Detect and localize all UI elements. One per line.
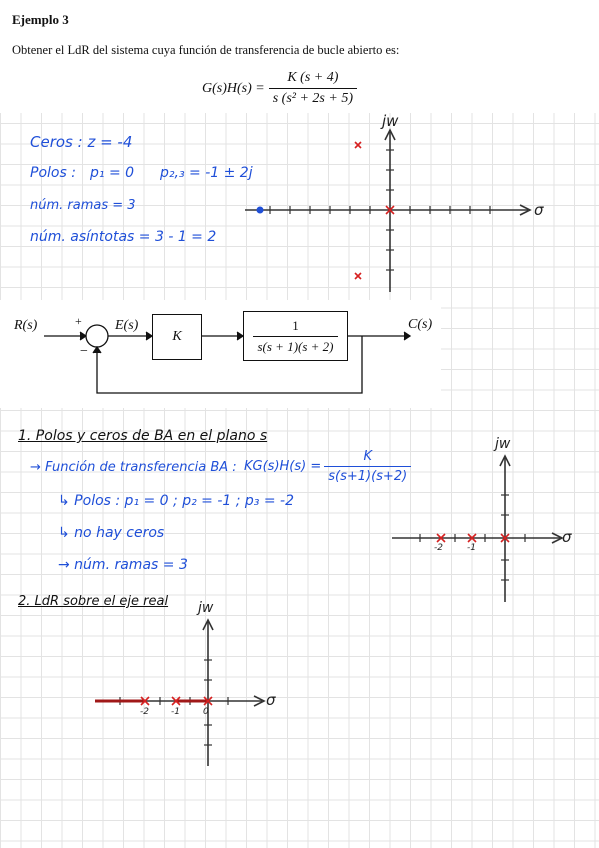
step1-poles: ↳ Polos : p₁ = 0 ; p₂ = -1 ; p₃ = -2 [58, 493, 295, 509]
plot2-pole-0 [500, 533, 510, 543]
step1-tf-num: K [363, 449, 372, 464]
problem-statement: Obtener el LdR del sistema cuya función … [12, 43, 400, 57]
plot3-pole-m1 [171, 696, 181, 706]
plot3-jw-label: jw [198, 600, 214, 616]
zero-marker [256, 206, 264, 214]
plant-numerator: 1 [292, 317, 299, 333]
pole-marker-lower [354, 272, 362, 280]
tf-fraction: K (s + 4) s (s² + 2s + 5) [268, 70, 357, 107]
plot2-tick-m2: -2 [434, 543, 443, 553]
plot1-imag-arrow [384, 128, 396, 141]
plot3-sigma-label: σ [266, 691, 276, 709]
plot3-pole-m2 [140, 696, 150, 706]
pole-marker-origin [385, 205, 395, 215]
plot2-tick-m1: -1 [467, 543, 476, 553]
pole-p1: p₁ = 0 [90, 165, 135, 181]
plot2-pole-m2 [436, 533, 446, 543]
plot2-pole-m1 [467, 533, 477, 543]
pole-marker-upper [354, 141, 362, 149]
asymptotes-count: núm. asíntotas = 3 - 1 = 2 [30, 229, 217, 245]
zeros-note: Ceros : z = -4 [30, 133, 133, 151]
splane-plot-1 [245, 128, 532, 292]
plot3-tick-0: 0 [203, 707, 209, 717]
root-locus-real-axis-plot [95, 618, 266, 766]
tf-numerator: K (s + 4) [287, 70, 339, 85]
poles-p23: p₂,₃ = -1 ± 2j [160, 165, 253, 181]
step1-no-zeros: ↳ no hay ceros [58, 525, 165, 541]
plot2-sigma-label: σ [562, 528, 572, 546]
transfer-function: G(s)H(s) = K (s + 4) s (s² + 2s + 5) [202, 70, 357, 107]
step1-tf-label: → Función de transferencia BA : [30, 460, 237, 475]
plot1-real-arrow [519, 204, 532, 216]
step1-tf-fraction: K s(s+1)(s+2) [324, 449, 412, 484]
gain-block: K [152, 314, 202, 360]
step1-tf-lhs: KG(s)H(s) = [244, 459, 322, 474]
header-panel [0, 0, 599, 113]
step1-tf-expr: KG(s)H(s) = K s(s+1)(s+2) [244, 449, 412, 484]
minus-sign: − [80, 344, 88, 359]
plant-fraction: 1 s(s + 1)(s + 2) [253, 317, 338, 355]
plot1-sigma-label: σ [534, 201, 544, 219]
plot3-tick-m1: -1 [171, 707, 180, 717]
example-title: Ejemplo 3 [12, 12, 69, 27]
input-signal: R(s) [14, 318, 38, 333]
block-diagram-panel [0, 300, 441, 408]
plot3-pole-0 [203, 696, 213, 706]
feedback-path [96, 336, 363, 394]
branches-count: núm. ramas = 3 [30, 198, 136, 213]
output-signal: C(s) [408, 317, 433, 332]
plus-sign: + [75, 314, 82, 328]
step1-branches: → núm. ramas = 3 [58, 557, 188, 573]
plot2-jw-label: jw [495, 436, 511, 452]
poles-label: Polos : [30, 165, 76, 181]
plot3-tick-m2: -2 [140, 707, 149, 717]
error-signal: E(s) [115, 318, 139, 333]
step1-tf-den: s(s+1)(s+2) [324, 466, 412, 484]
step2-heading: 2. LdR sobre el eje real [18, 594, 169, 609]
block-diagram [44, 324, 412, 394]
tf-lhs: G(s)H(s) = [202, 80, 265, 96]
splane-plot-2 [392, 454, 564, 602]
tf-denominator: s (s² + 2s + 5) [268, 88, 357, 107]
plant-block: 1 s(s + 1)(s + 2) [243, 311, 348, 361]
plant-denominator: s(s + 1)(s + 2) [253, 335, 338, 355]
gain-label: K [172, 329, 182, 344]
plot1-jw-label: jw [382, 112, 399, 130]
step1-heading: 1. Polos y ceros de BA en el plano s [18, 428, 268, 444]
